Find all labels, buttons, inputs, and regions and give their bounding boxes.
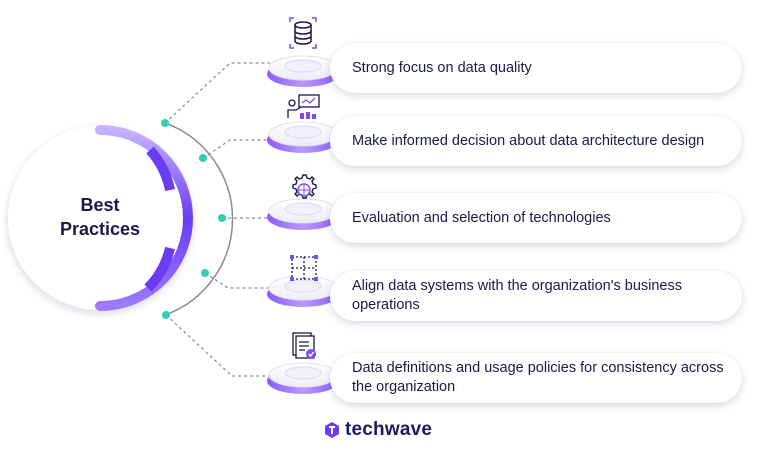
hub-ring-arc	[95, 125, 193, 311]
practice-card-2	[330, 116, 742, 166]
node-dot	[199, 154, 207, 162]
hub-title-line-2: Practices	[59, 219, 141, 239]
connector-line	[204, 272, 270, 289]
practice-card-1	[330, 43, 742, 93]
hub-ring-accent-top	[146, 146, 175, 192]
globe-gear-icon	[292, 174, 317, 199]
practice-text-5: Data definitions and usage policies for …	[352, 360, 724, 395]
connector-arc	[164, 122, 234, 316]
practice-text-2: Make informed decision about data archit…	[352, 132, 705, 149]
node-dot	[162, 311, 170, 319]
connector-line	[165, 314, 270, 377]
techwave-logo-icon	[325, 422, 339, 438]
database-icon	[289, 17, 317, 49]
pedestal-4	[267, 275, 339, 307]
practice-card-5	[330, 353, 742, 403]
hub-title-line-1: Best	[80, 195, 120, 215]
connector-line	[202, 139, 270, 159]
practice-card-3	[330, 193, 742, 243]
grid-layout-icon	[290, 255, 318, 281]
presentation-icon	[287, 94, 320, 119]
pedestal-3	[267, 198, 339, 230]
techwave-logo: techwave	[323, 419, 432, 441]
pedestal-5	[267, 362, 339, 394]
connectors	[164, 62, 270, 377]
hub-title: Best Practices	[40, 193, 160, 241]
documents-check-icon	[292, 332, 316, 359]
node-dot	[218, 214, 226, 222]
node-dot	[161, 119, 169, 127]
pedestal-2	[267, 121, 339, 153]
connector-line	[164, 62, 270, 124]
hub-disc	[8, 126, 192, 310]
techwave-logo-text: techwave	[345, 419, 433, 440]
practice-text-1: Strong focus on data quality	[352, 59, 532, 76]
hub	[8, 125, 193, 311]
practice-card-4	[330, 271, 742, 321]
practice-text-4: Align data systems with the organization…	[352, 278, 682, 313]
hub-ring-accent-bottom	[144, 246, 175, 292]
node-dots	[161, 119, 226, 319]
pedestal-1	[267, 55, 339, 87]
practice-text-3: Evaluation and selection of technologies	[352, 209, 611, 226]
node-dot	[201, 269, 209, 277]
